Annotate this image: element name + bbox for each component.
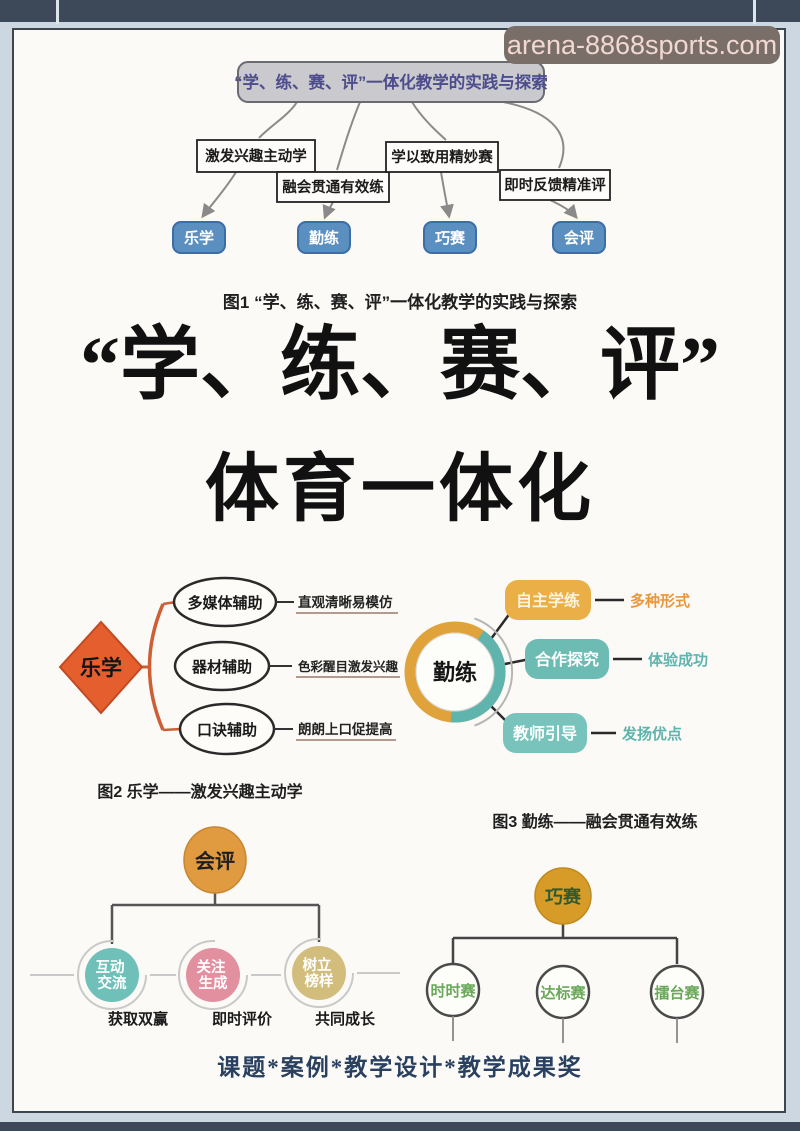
qiaosai-circle — [534, 867, 592, 925]
match-label: 擂台赛 — [654, 984, 700, 1002]
sub-circle-label: 关注 生成 — [196, 958, 229, 992]
branch-label: 学以致用精妙赛 — [391, 148, 493, 166]
poster-card — [12, 28, 786, 1113]
node-box-lexue — [172, 221, 226, 254]
node-label: 勤练 — [309, 229, 339, 247]
sub-label: 共同成长 — [315, 1010, 376, 1028]
branch-label: 融会贯通有效练 — [282, 178, 384, 196]
sub-circle-label: 互动 交流 — [95, 958, 128, 992]
branch-label-box — [385, 141, 499, 173]
figure2-caption: 图2 乐学——激发兴趣主动学 — [97, 784, 303, 801]
top-bar — [0, 0, 800, 22]
branch-label-box — [276, 171, 390, 203]
sub-circle-tan — [292, 946, 346, 1000]
figure2-center-label: 乐学 — [80, 656, 122, 680]
figure3-caption: 图3 勤练——融会贯通有效练 — [492, 814, 698, 831]
node-box-qinlian — [297, 221, 351, 254]
sub-label: 即时评价 — [212, 1011, 273, 1028]
pill-label: 自主学练 — [516, 591, 580, 610]
desc-label: 直观清晰易模仿 — [298, 594, 393, 610]
desc-label: 多种形式 — [630, 592, 690, 610]
bottom-bar — [0, 1122, 800, 1131]
branch-label: 激发兴趣主动学 — [205, 147, 307, 165]
match-label: 达标赛 — [540, 984, 586, 1002]
qiaosai-chart: 巧赛 时时赛 达标赛 擂台赛 — [425, 867, 705, 1043]
pill-label: 合作探究 — [535, 650, 599, 669]
sub-label: 获取双赢 — [108, 1010, 168, 1028]
ellipse-label: 口诀辅助 — [197, 721, 257, 739]
huiping-ellipse — [183, 826, 247, 894]
figure2-chart: 乐学 多媒体辅助 器材辅助 口诀辅助 直观清晰易模仿 色彩醒目激发兴趣 朗朗上口… — [58, 576, 400, 756]
ellipse-label: 多媒体辅助 — [187, 594, 262, 612]
pill-node — [525, 639, 609, 679]
node-label: 会评 — [564, 229, 594, 247]
main-title-line1: “学、练、赛、评” — [80, 322, 720, 410]
node-label: 巧赛 — [435, 229, 466, 247]
node-label: 乐学 — [184, 229, 214, 247]
desc-label: 色彩醒目激发兴趣 — [298, 659, 399, 674]
desc-label: 朗朗上口促提高 — [298, 721, 393, 737]
top-bar-gridline — [753, 0, 756, 24]
pill-node — [503, 713, 587, 753]
main-title-line2: 体育一体化 — [205, 449, 595, 531]
qinlian-circle — [415, 632, 495, 712]
figure5-center-label: 巧赛 — [545, 886, 582, 907]
figure1-title: “学、练、赛、评”一体化教学的实践与探索 — [234, 72, 548, 92]
branch-label-box — [499, 169, 611, 201]
figure3-chart: 勤练 自主学练 合作探究 教师引导 多种形式 体验成功 发扬优点 — [404, 580, 708, 753]
watermark-badge: arena-8868sports.com — [504, 26, 780, 64]
desc-label: 体验成功 — [648, 651, 708, 669]
pill-node — [505, 580, 591, 620]
qinlian-ring-teal — [450, 630, 506, 723]
node-box-huiping — [552, 221, 606, 254]
branch-label: 即时反馈精准评 — [504, 176, 606, 194]
sub-circle-label: 树立 榜样 — [302, 956, 335, 990]
figure4-center-label: 会评 — [195, 849, 235, 873]
qinlian-outer-arc — [474, 617, 514, 727]
branch-label-box — [196, 139, 316, 173]
top-bar-gridline — [56, 0, 59, 24]
sub-circle-teal — [85, 948, 139, 1002]
figure3-center-label: 勤练 — [433, 660, 477, 685]
match-label: 时时赛 — [430, 982, 476, 1000]
sub-circle-pink — [186, 948, 240, 1002]
footer-caption: 课题*案例*教学设计*教学成果奖 — [217, 1055, 583, 1080]
pill-label: 教师引导 — [513, 724, 577, 743]
lexue-diamond — [58, 620, 144, 715]
ellipse-label: 器材辅助 — [191, 658, 252, 676]
figure1-chart: “学、练、赛、评”一体化教学的实践与探索 激发兴趣主动学 融会贯通有效练 学以致… — [172, 61, 611, 254]
figure1-caption: 图1 “学、练、赛、评”一体化教学的实践与探索 — [222, 293, 578, 312]
node-box-qiaosai — [423, 221, 477, 254]
figure1-title-box — [237, 61, 545, 103]
desc-label: 发扬优点 — [621, 725, 682, 743]
huiping-chart: 会评 互动 交流 关注 生成 树立 榜样 获取双赢 即时评价 共同成长 — [30, 826, 400, 1028]
